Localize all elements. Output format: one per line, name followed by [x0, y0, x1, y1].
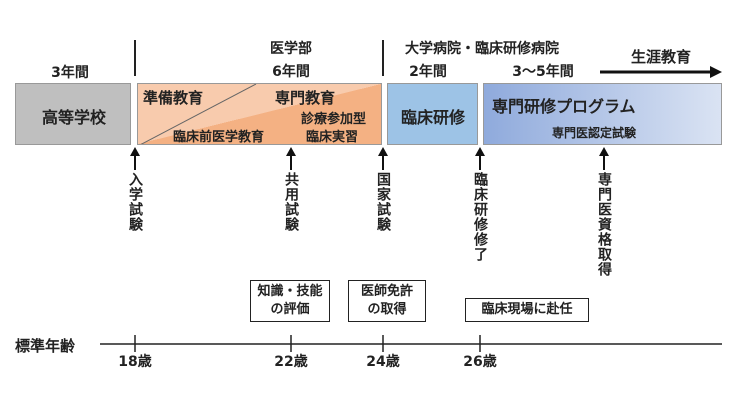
highschool-box: 高等学校 — [15, 83, 131, 145]
arrow-head-icon — [710, 66, 722, 78]
age-26: 26歳 — [463, 354, 497, 370]
note-line: 医師免許 — [360, 284, 413, 299]
note-license: 医師免許の取得 — [348, 280, 426, 322]
hospital-label: 大学病院・臨床研修病院 — [405, 41, 559, 57]
age-ticks — [134, 335, 481, 352]
preparatory-label: 準備教育 — [143, 89, 204, 107]
up-arrows — [130, 147, 609, 170]
note-line: の取得 — [367, 302, 407, 317]
medschool-label: 医学部 — [270, 41, 312, 57]
clinical-participation-label: 診療参加型 — [301, 112, 367, 127]
lifelong-label: 生涯教育 — [630, 48, 692, 66]
specialized-label: 専門教育 — [275, 89, 336, 107]
milestone-specialist-cert: 専門医資格取得 — [596, 172, 612, 277]
axis-label: 標準年齢 — [15, 337, 76, 355]
age-24: 24歳 — [366, 354, 400, 370]
milestone-residency-complete: 臨床研修修了 — [472, 172, 488, 262]
note-practice: 臨床現場に赴任 — [465, 298, 589, 322]
medschool-box: 準備教育 専門教育 診療参加型 臨床前医学教育 臨床実習 — [137, 83, 382, 145]
clinical-clerkship-label: 臨床実習 — [306, 130, 359, 145]
specialty-program-label: 専門研修プログラム — [492, 97, 636, 116]
residency-label: 臨床研修 — [400, 108, 466, 127]
residency-years: 2年間 — [409, 64, 447, 80]
note-line: 臨床現場に赴任 — [481, 302, 573, 317]
specialty-exam-label: 専門医認定試験 — [552, 126, 637, 140]
note-line: の評価 — [270, 302, 310, 317]
milestone-national-exam: 国家試験 — [375, 172, 391, 232]
residency-box: 臨床研修 — [387, 83, 478, 145]
age-18: 18歳 — [118, 354, 152, 370]
specialty-years: 3〜5年間 — [512, 64, 574, 80]
preclinical-label: 臨床前医学教育 — [173, 130, 265, 145]
specialty-box: 専門研修プログラム 専門医認定試験 — [483, 83, 722, 145]
medschool-years: 6年間 — [272, 64, 310, 80]
age-22: 22歳 — [274, 354, 308, 370]
highschool-years: 3年間 — [51, 65, 89, 81]
milestone-common-exam: 共用試験 — [283, 172, 299, 232]
highschool-label: 高等学校 — [41, 108, 107, 127]
milestone-entrance-exam: 入学試験 — [127, 172, 143, 232]
note-skills-eval: 知識・技能の評価 — [250, 280, 330, 322]
note-line: 知識・技能 — [257, 284, 323, 299]
diagonal-line — [140, 84, 257, 144]
